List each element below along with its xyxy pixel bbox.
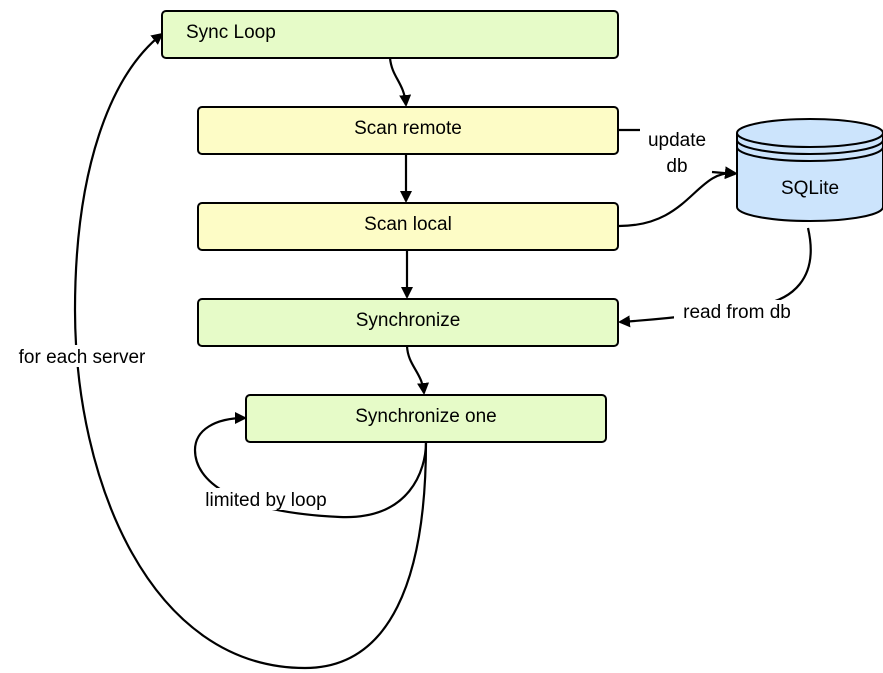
database-top — [736, 118, 883, 148]
node-sync-loop-box — [161, 10, 619, 59]
node-synchronize-one-box — [245, 394, 607, 443]
node-scan-local: Scan local — [197, 202, 619, 251]
node-scan-remote: Scan remote — [197, 106, 619, 155]
node-sync-loop-label: Sync Loop — [186, 22, 276, 43]
node-sqlite: SQLite — [736, 118, 883, 222]
edge-label-limited-by-loop-bg — [196, 488, 336, 510]
edge-label-for-each-server-bg — [8, 345, 156, 367]
node-synchronize-label: Synchronize — [356, 310, 461, 331]
edge-label-limited-by-loop: limited by loop — [205, 490, 326, 511]
edge-sync-loop-to-scan-remote — [388, 57, 412, 107]
database-ring-1 — [736, 139, 883, 155]
node-synchronize-box — [197, 298, 619, 347]
node-sqlite-label: SQLite — [781, 178, 839, 199]
edge-scan-local-to-sqlite — [618, 166, 737, 228]
edge-label-read-from-db-bg — [674, 300, 800, 322]
edge-synchronize-to-synchronize-one — [405, 345, 430, 395]
edge-label-read-from-db: read from db — [683, 302, 791, 323]
node-scan-local-label: Scan local — [364, 214, 452, 235]
database-icon — [736, 133, 883, 222]
node-synchronize-one: Synchronize one — [245, 394, 607, 443]
database-ring-2 — [736, 146, 883, 162]
node-synchronize: Synchronize — [197, 298, 619, 347]
node-scan-local-box — [197, 202, 619, 251]
node-synchronize-one-label: Synchronize one — [355, 406, 497, 427]
edge-label-for-each-server: for each server — [19, 347, 146, 368]
edge-label-update: update — [648, 130, 706, 151]
node-scan-remote-box — [197, 106, 619, 155]
node-sync-loop: Sync Loop — [161, 10, 619, 59]
edge-label-db: db — [666, 156, 687, 177]
node-scan-remote-label: Scan remote — [354, 118, 462, 139]
edge-synchronize-one-to-sync-loop — [73, 32, 428, 670]
edge-labels: update db read from db limited by loop f… — [8, 130, 800, 511]
